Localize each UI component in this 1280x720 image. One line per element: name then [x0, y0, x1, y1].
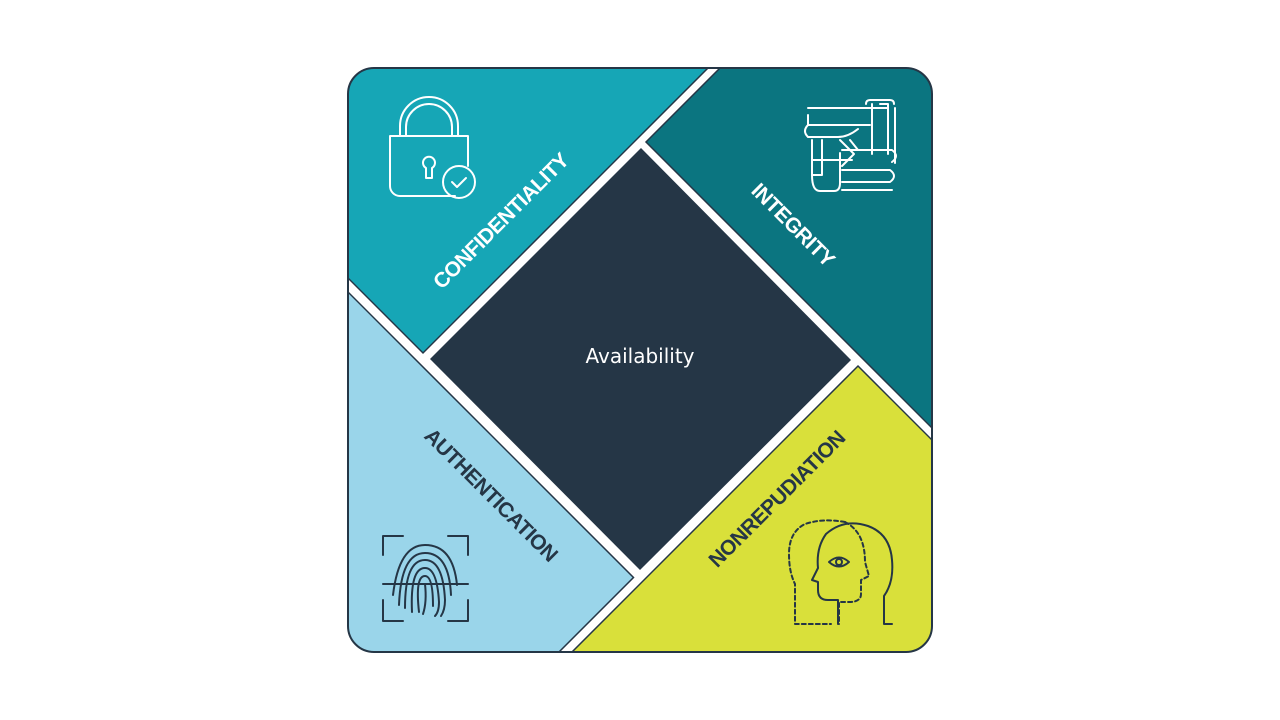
outer-border — [347, 67, 933, 653]
joined-hands-icon — [804, 99, 897, 192]
head-eye-icon — [788, 519, 894, 625]
availability-label: Availability — [585, 344, 694, 368]
confidentiality-panel — [348, 68, 738, 355]
padlock-check-icon — [389, 96, 476, 199]
integrity-panel — [644, 68, 932, 458]
authentication-panel — [348, 242, 635, 652]
fingerprint-scan-icon — [382, 535, 469, 622]
availability-panel — [430, 148, 851, 570]
